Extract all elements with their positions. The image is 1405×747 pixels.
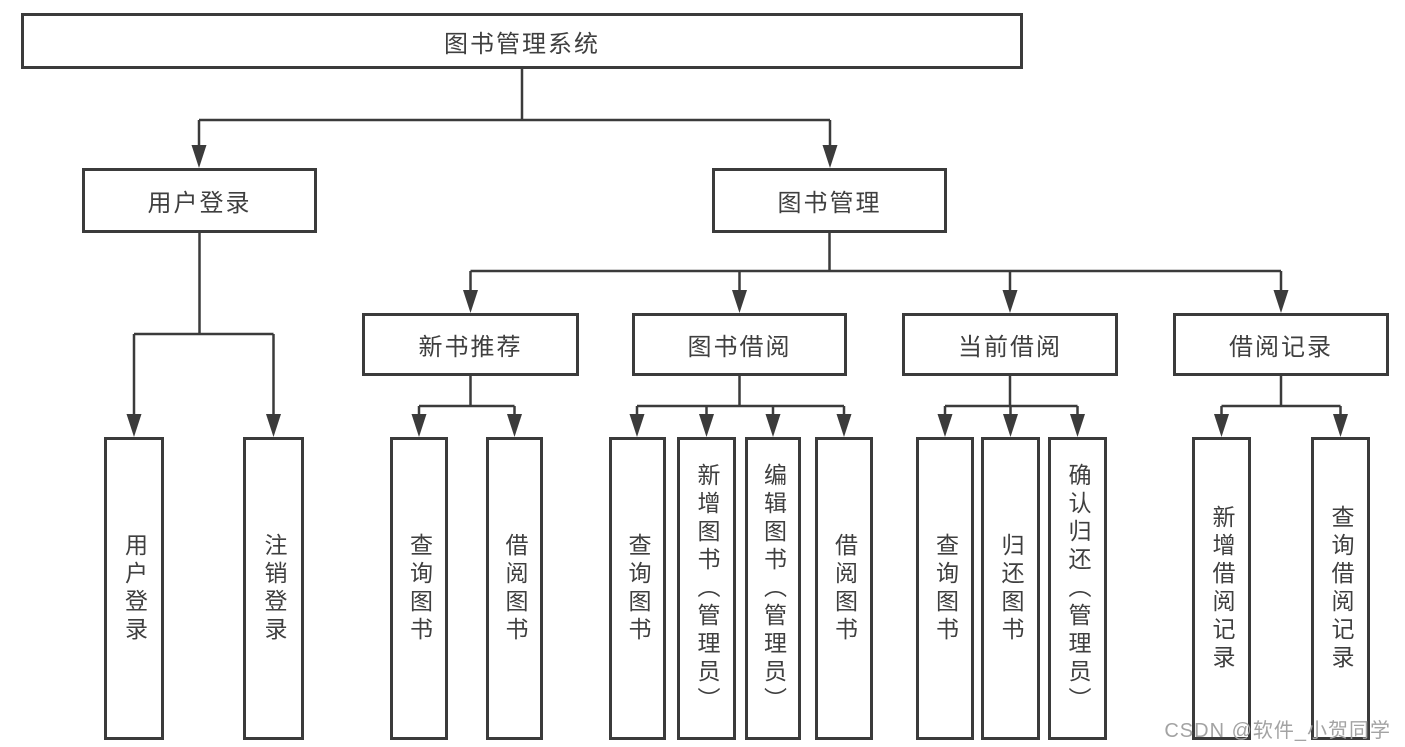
node-current-borrow: 当前借阅 xyxy=(902,313,1118,376)
leaf-borrow-books: 借阅图书 xyxy=(815,437,873,740)
node-new-book-recommend: 新书推荐 xyxy=(362,313,579,376)
leaf-query-books-current: 查询图书 xyxy=(916,437,974,740)
leaf-query-books-borrow: 查询图书 xyxy=(609,437,666,740)
node-book-management: 图书管理 xyxy=(712,168,947,233)
leaf-add-books-admin: 新增图书（管理员） xyxy=(677,437,736,740)
leaf-logout: 注销登录 xyxy=(243,437,304,740)
csdn-watermark: CSDN @软件_小贺同学 xyxy=(1164,720,1391,742)
leaf-add-borrow-record: 新增借阅记录 xyxy=(1192,437,1251,740)
leaf-query-books-recommend: 查询图书 xyxy=(390,437,448,740)
leaf-query-borrow-record: 查询借阅记录 xyxy=(1311,437,1370,740)
node-borrow-records: 借阅记录 xyxy=(1173,313,1389,376)
leaf-edit-books-admin: 编辑图书（管理员） xyxy=(745,437,801,740)
node-root-system: 图书管理系统 xyxy=(21,13,1023,69)
leaf-user-login: 用户登录 xyxy=(104,437,164,740)
leaf-confirm-return-admin: 确认归还（管理员） xyxy=(1048,437,1107,740)
node-user-login: 用户登录 xyxy=(82,168,317,233)
leaf-borrow-books-recommend: 借阅图书 xyxy=(486,437,543,740)
leaf-return-books: 归还图书 xyxy=(981,437,1040,740)
node-book-borrow: 图书借阅 xyxy=(632,313,847,376)
